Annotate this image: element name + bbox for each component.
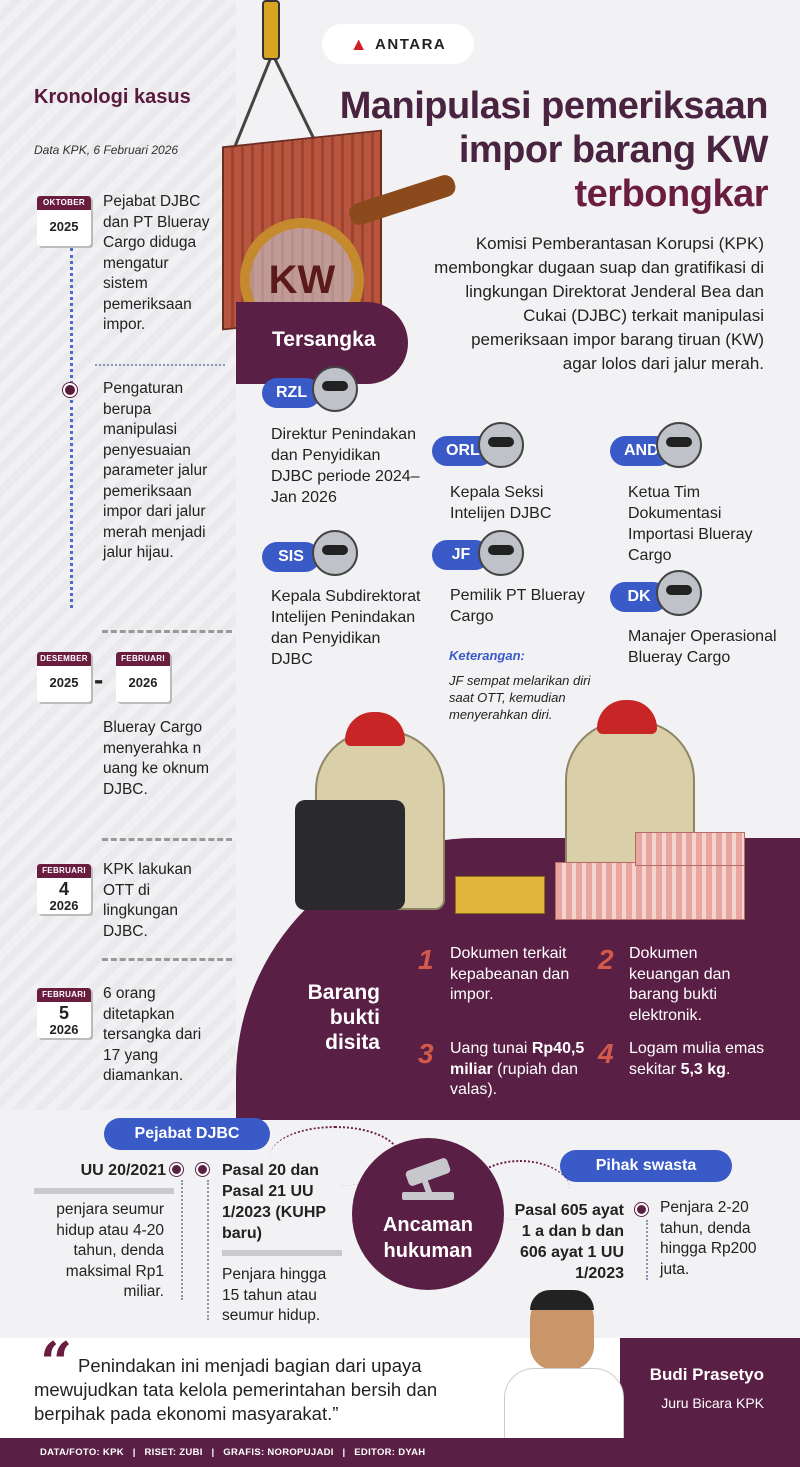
suspect-desc: Pemilik PT Blueray Cargo (450, 587, 585, 625)
djbc-officials-badge: Pejabat DJBC (104, 1118, 270, 1150)
suspect-desc: Kepala Subdirektorat Intelijen Penindaka… (271, 588, 421, 668)
cash-stacks (635, 832, 745, 866)
headline: Manipulasi pemeriksaan impor barang KW t… (339, 85, 769, 215)
event-text: Pejabat DJBC dan PT Blueray Cargo diduga… (103, 193, 210, 333)
divider (95, 364, 225, 366)
note-text: JF sempat melarikan diri saat OTT, kemud… (449, 673, 591, 722)
calendar-icon: FEBRUARI 5 2026 (37, 988, 91, 1038)
penalty-text: penjara seumur hidup atau 4-20 tahun, de… (56, 1201, 164, 1300)
calendar-icon: FEBRUARI 2026 (116, 652, 170, 702)
suspect-code-badge: SIS (262, 542, 320, 572)
masked-person-icon (478, 422, 524, 468)
cash-stacks (555, 862, 745, 920)
suspect-desc: Manajer Operasional Blueray Cargo (628, 628, 777, 666)
suspect-desc: Ketua Tim Dokumentasi Importasi Blueray … (628, 484, 753, 564)
evidence-number: 2 (598, 944, 614, 975)
penalty-text: Penjara hingga 15 tahun atau seumur hidu… (222, 1266, 327, 1324)
timeline-dot (635, 1203, 648, 1216)
evidence-title: Barang bukti disita (307, 981, 380, 1054)
evidence-text: Logam mulia emas sekitar 5,3 kg. (629, 1040, 765, 1078)
private-party-badge: Pihak swasta (560, 1150, 732, 1182)
evidence-text: Dokumen terkait kepabeanan dan impor. (450, 945, 570, 1003)
timeline-line (70, 248, 73, 390)
event-text: Blueray Cargo menyerahka n uang ke oknum… (103, 719, 209, 798)
quote-text: Penindakan ini menjadi bagian dari upaya… (34, 1355, 438, 1424)
speaker-role: Juru Bicara KPK (661, 1395, 764, 1411)
suspect-code-badge: JF (432, 540, 490, 570)
timeline-line (70, 400, 73, 608)
quote-mark-icon: “ (40, 1330, 73, 1396)
evidence-number: 1 (418, 944, 434, 975)
note-title: Keterangan: (449, 648, 525, 663)
dotted-line (181, 1180, 183, 1300)
gavel-icon (398, 1156, 458, 1201)
evidence-photo (295, 690, 765, 930)
antara-logo: ▲ANTARA (322, 24, 474, 64)
timeline-dot (63, 383, 77, 397)
threat-title: Ancaman hukuman (382, 1214, 474, 1262)
credits-footer: DATA/FOTO: KPK | RISET: ZUBI | GRAFIS: N… (0, 1438, 800, 1467)
law-reference: Pasal 605 ayat 1 a dan b dan 606 ayat 1 … (514, 1202, 624, 1282)
calendar-icon: OKTOBER 2025 (37, 196, 91, 246)
suspect-code-badge: RZL (262, 378, 322, 408)
section-bar (222, 1250, 342, 1256)
law-reference: Pasal 20 dan Pasal 21 UU 1/2023 (KUHP ba… (222, 1162, 326, 1242)
suspect-desc: Direktur Penindakan dan Penyidikan DJBC … (271, 426, 420, 506)
intro-text: Komisi Pemberantasan Korupsi (KPK) membo… (434, 234, 764, 373)
speaker-name: Budi Prasetyo (649, 1365, 764, 1384)
evidence-number: 3 (418, 1038, 434, 1069)
officer-cap (597, 700, 657, 734)
divider (102, 958, 232, 961)
officer-cap (345, 712, 405, 746)
timeline-dot (196, 1163, 209, 1176)
chronology-panel (0, 0, 236, 1110)
section-bar (34, 1188, 174, 1194)
evidence-number: 4 (598, 1038, 614, 1069)
crane-hook-icon (262, 0, 280, 60)
timeline-dot (170, 1163, 183, 1176)
crane-cable (232, 55, 273, 150)
masked-person-icon (656, 570, 702, 616)
masked-person-icon (312, 530, 358, 576)
suspect-desc: Kepala Seksi Intelijen DJBC (450, 484, 552, 522)
event-text: KPK lakukan OTT di lingkungan DJBC. (103, 861, 192, 940)
calendar-icon: DESEMBER 2025 (37, 652, 91, 702)
event-text: 6 orang ditetapkan tersangka dari 17 yan… (103, 985, 202, 1084)
calendar-icon: FEBRUARI 4 2026 (37, 864, 91, 914)
chronology-subtitle: Data KPK, 6 Februari 2026 (34, 143, 179, 157)
divider (102, 838, 232, 841)
dotted-line (207, 1180, 209, 1320)
dotted-line (646, 1220, 648, 1280)
suspects-title: Tersangka (272, 328, 376, 351)
gold-bars (455, 876, 545, 914)
masked-person-icon (656, 422, 702, 468)
date-range-dash: - (94, 664, 104, 695)
evidence-text: Uang tunai Rp40,5 miliar (rupiah dan val… (450, 1040, 585, 1098)
event-text: Pengaturan berupa manipulasi penyesuaian… (103, 380, 208, 561)
masked-person-icon (478, 530, 524, 576)
divider (102, 630, 232, 633)
law-reference: UU 20/2021 (80, 1162, 166, 1179)
chronology-title: Kronologi kasus (34, 86, 191, 108)
black-bag (295, 800, 405, 910)
speaker-panel (620, 1338, 800, 1438)
evidence-text: Dokumen keuangan dan barang bukti elektr… (629, 945, 731, 1024)
penalty-text: Penjara 2-20 tahun, denda hingga Rp200 j… (660, 1199, 757, 1278)
masked-person-icon (312, 366, 358, 412)
